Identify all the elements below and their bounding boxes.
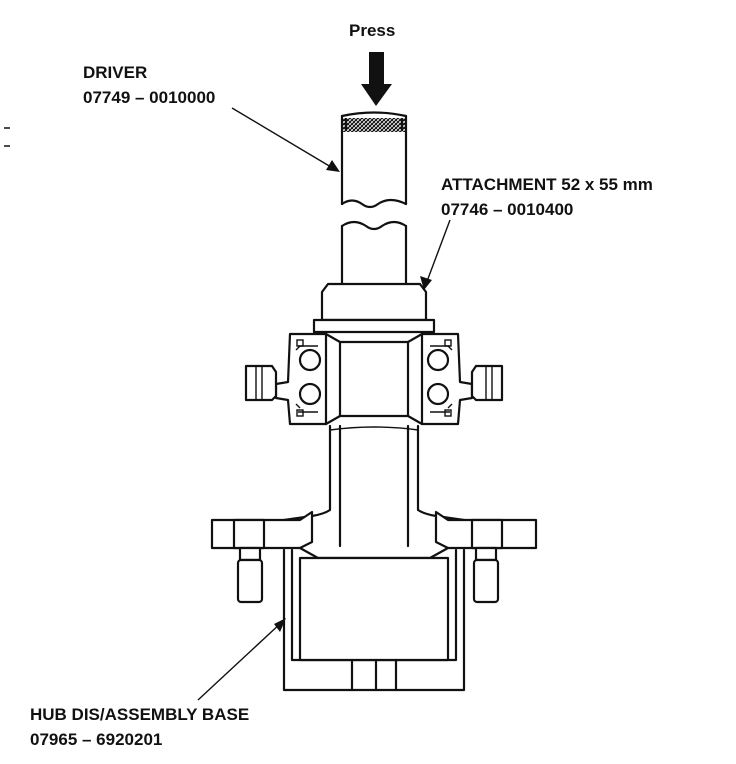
attachment-part-number: 07746 – 0010400 [441,200,574,219]
knuckle-housing [244,332,504,426]
scan-marks [4,127,10,147]
press-arrow-icon [361,52,392,106]
wheel-stud-left [232,518,266,604]
bearing-balls [295,339,453,417]
driver-part-number: 07749 – 0010000 [83,88,216,107]
wheel-stud-right [470,518,504,604]
press-label: Press [349,21,396,40]
leader-lines [197,107,451,701]
attachment-label: ATTACHMENT 52 x 55 mm [441,175,653,194]
driver-lower-section [340,220,408,286]
driver-tool [340,111,408,209]
base-part-number: 07965 – 6920201 [30,730,163,749]
driver-label: DRIVER [83,63,148,82]
hub-assembly-base [282,548,466,692]
base-label: HUB DIS/ASSEMBLY BASE [30,705,250,724]
attachment-tool [312,282,436,334]
